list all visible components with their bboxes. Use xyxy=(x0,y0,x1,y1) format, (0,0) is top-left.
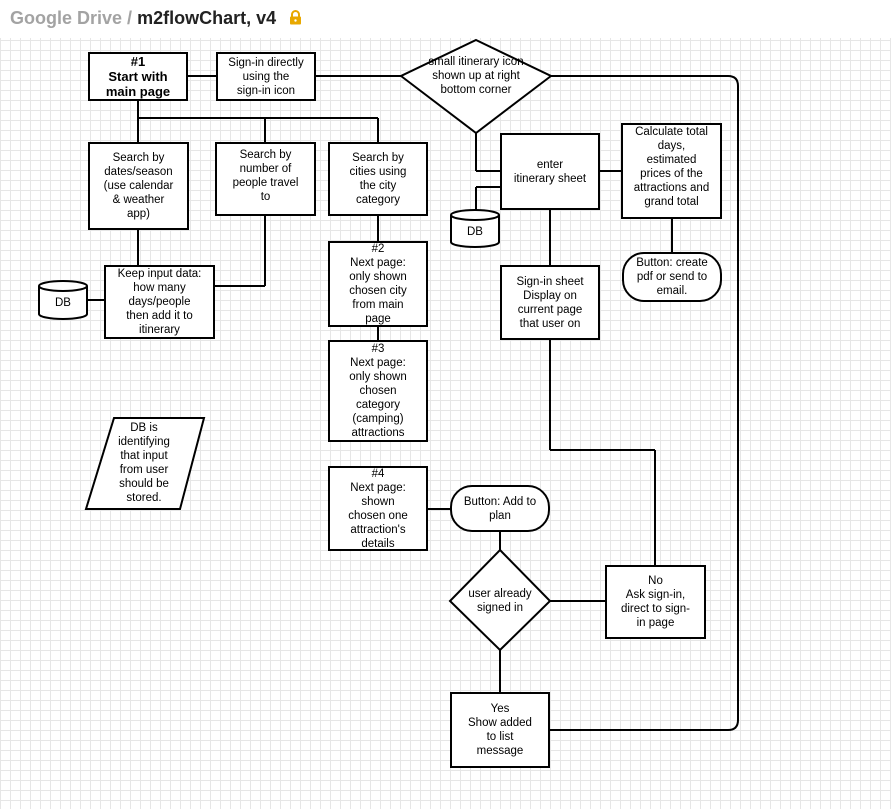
breadcrumb-separator: / xyxy=(127,8,133,28)
signin-directly-label: Sign-in directly using the sign-in icon xyxy=(228,56,304,97)
next-page-2-node[interactable]: #2 Next page: only shown chosen city fro… xyxy=(328,241,428,327)
search-cities-node[interactable]: Search by cities using the city category xyxy=(328,142,428,216)
db-cylinder-left-shape xyxy=(38,280,88,320)
keep-input-node[interactable]: Keep input data: how many days/people th… xyxy=(104,265,215,339)
add-to-plan-label: Button: Add to plan xyxy=(463,495,537,522)
search-dates-label: Search by dates/season (use calendar & w… xyxy=(103,152,174,220)
db-cylinder-top-shape xyxy=(450,209,500,248)
enter-itinerary-node[interactable]: enter itinerary sheet xyxy=(500,133,600,210)
no-ask-signin-node[interactable]: No Ask sign-in, direct to sign- in page xyxy=(605,565,706,639)
note-parallelogram-shape xyxy=(84,417,206,510)
next-page-3-node[interactable]: #3 Next page: only shown chosen category… xyxy=(328,340,428,442)
db-left-label: DB xyxy=(55,297,71,309)
itinerary-icon-label: small itinerary icon shown up at right b… xyxy=(428,56,524,96)
search-people-node[interactable]: Search by number of people travel to xyxy=(215,142,316,216)
search-people-label: Search by number of people travel to xyxy=(232,149,299,203)
lock-icon xyxy=(289,9,302,30)
document-title[interactable]: m2flowChart, v4 xyxy=(137,8,277,28)
calculate-totals-node[interactable]: Calculate total days, estimated prices o… xyxy=(621,123,722,219)
no-ask-signin-label: No Ask sign-in, direct to sign- in page xyxy=(620,575,691,629)
create-pdf-label: Button: create pdf or send to email. xyxy=(636,257,708,297)
enter-itinerary-label: enter itinerary sheet xyxy=(513,158,587,185)
start-main-page-node[interactable]: #1 Start with main page xyxy=(88,52,188,101)
diamond-signed-in-shape xyxy=(448,548,552,652)
signin-sheet-label: Sign-in sheet Display on current page th… xyxy=(516,275,584,330)
db-top-label: DB xyxy=(467,226,483,238)
yes-show-added-label: Yes Show added to list message xyxy=(468,703,532,757)
next-page-4-node[interactable]: #4 Next page: shown chosen one attractio… xyxy=(328,466,428,551)
breadcrumb: Google Drive / m2flowChart, v4 xyxy=(10,8,302,30)
signin-directly-node[interactable]: Sign-in directly using the sign-in icon xyxy=(216,52,316,101)
signin-sheet-node[interactable]: Sign-in sheet Display on current page th… xyxy=(500,265,600,340)
search-dates-node[interactable]: Search by dates/season (use calendar & w… xyxy=(88,142,189,230)
title-bar: Google Drive / m2flowChart, v4 xyxy=(0,0,891,38)
connector-lines xyxy=(38,38,739,731)
create-pdf-button-node[interactable]: Button: create pdf or send to email. xyxy=(622,252,722,302)
db-note-label: DB is identifying that input from user s… xyxy=(118,422,170,504)
signed-in-label: user already signed in xyxy=(468,588,532,614)
next-page-2-label: #2 Next page: only shown chosen city fro… xyxy=(349,243,407,325)
next-page-4-label: #4 Next page: shown chosen one attractio… xyxy=(348,467,408,550)
start-main-page-label: #1 Start with main page xyxy=(105,54,171,99)
next-page-3-label: #3 Next page: only shown chosen category… xyxy=(349,343,407,439)
calculate-totals-label: Calculate total days, estimated prices o… xyxy=(633,126,710,208)
search-cities-label: Search by cities using the city category xyxy=(349,152,407,206)
diamond-itinerary-icon-shape xyxy=(399,38,553,135)
keep-input-label: Keep input data: how many days/people th… xyxy=(117,268,202,336)
breadcrumb-google-drive[interactable]: Google Drive xyxy=(10,8,123,28)
diagram-canvas: #1 Start with main page Sign-in directly… xyxy=(0,38,891,809)
yes-show-added-node[interactable]: Yes Show added to list message xyxy=(450,692,550,768)
add-to-plan-button-node[interactable]: Button: Add to plan xyxy=(450,485,550,532)
